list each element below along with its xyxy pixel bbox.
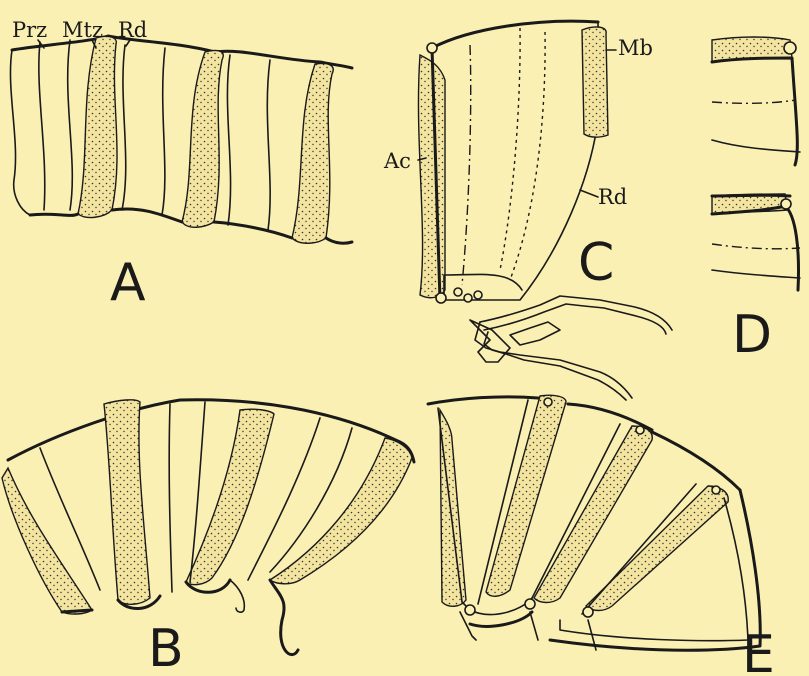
panel-c-drawing: [418, 21, 672, 400]
panel-label-e: E: [742, 625, 775, 676]
articulation-dot: [781, 199, 791, 209]
articulation-dot: [544, 398, 552, 406]
panel-a-drawing: [10, 36, 352, 243]
articulation-dot: [525, 599, 535, 609]
label-ac: Ac: [383, 149, 411, 173]
label-rd-c: Rd: [598, 185, 627, 209]
panel-label-a: A: [110, 253, 146, 313]
label-rd-a: Rd: [118, 18, 147, 42]
label-mb: Mb: [618, 36, 653, 60]
spiracle-dot: [464, 294, 472, 302]
articulation-dot: [583, 607, 593, 617]
articulation-dot: [427, 43, 437, 53]
panel-b-drawing: [2, 400, 414, 655]
label-prz: Prz: [12, 18, 47, 42]
panel-d-drawing: [712, 37, 800, 290]
panel-label-c: C: [578, 233, 614, 293]
spiracle-dot: [454, 288, 462, 296]
articulation-dot: [784, 42, 796, 54]
panel-e-drawing: [428, 395, 760, 650]
panel-label-d: D: [732, 305, 772, 365]
articulation-dot: [636, 426, 644, 434]
articulation-dot: [712, 486, 720, 494]
leader-rd-c: [580, 190, 598, 197]
articulation-dot: [465, 605, 475, 615]
panel-label-b: B: [148, 619, 184, 676]
spiracle-dot: [474, 291, 482, 299]
articulation-dot: [436, 293, 446, 303]
label-mtz: Mtz: [62, 18, 103, 42]
